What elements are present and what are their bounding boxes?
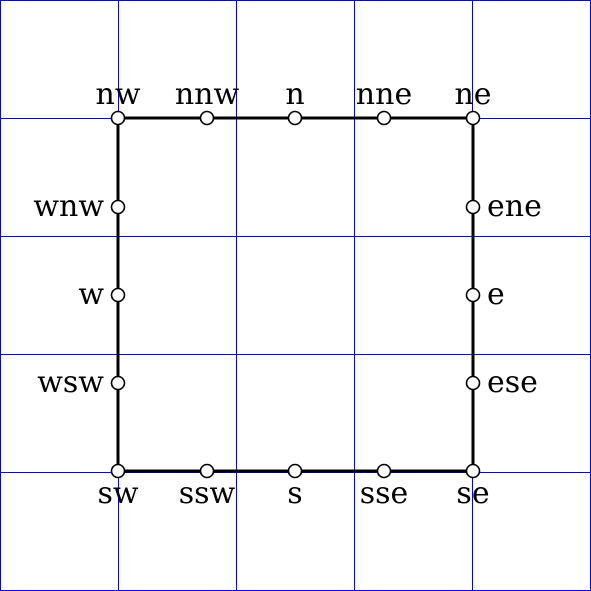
label-wnw: wnw xyxy=(33,189,104,224)
label-sw: sw xyxy=(97,476,138,511)
anchor-ese xyxy=(465,375,481,391)
anchor-labels: nw nnw n nne ne ene e ese se sse s ssw s… xyxy=(33,77,542,511)
anchor-sse xyxy=(376,463,392,479)
label-e: e xyxy=(487,277,505,312)
anchor-points xyxy=(110,110,481,479)
anchor-se xyxy=(465,463,481,479)
label-ssw: ssw xyxy=(179,476,236,511)
label-ene: ene xyxy=(487,189,542,224)
anchor-ssw xyxy=(199,463,215,479)
label-ne: ne xyxy=(454,77,491,112)
label-sse: sse xyxy=(360,476,409,511)
anchor-wsw xyxy=(110,375,126,391)
label-nnw: nnw xyxy=(175,77,240,112)
anchor-s xyxy=(287,463,303,479)
anchor-n xyxy=(287,110,303,126)
anchor-wnw xyxy=(110,199,126,215)
anchor-ene xyxy=(465,199,481,215)
label-n: n xyxy=(285,77,304,112)
anchor-nne xyxy=(376,110,392,126)
anchor-ne xyxy=(465,110,481,126)
label-nne: nne xyxy=(356,77,412,112)
label-w: w xyxy=(78,277,104,312)
node-rectangle xyxy=(116,116,475,473)
label-nw: nw xyxy=(96,77,141,112)
label-se: se xyxy=(456,476,489,511)
label-wsw: wsw xyxy=(37,365,104,400)
label-ese: ese xyxy=(487,365,538,400)
anchor-e xyxy=(465,287,481,303)
anchor-sw xyxy=(110,463,126,479)
anchor-w xyxy=(110,287,126,303)
label-s: s xyxy=(287,476,302,511)
anchor-nw xyxy=(110,110,126,126)
anchor-nnw xyxy=(199,110,215,126)
